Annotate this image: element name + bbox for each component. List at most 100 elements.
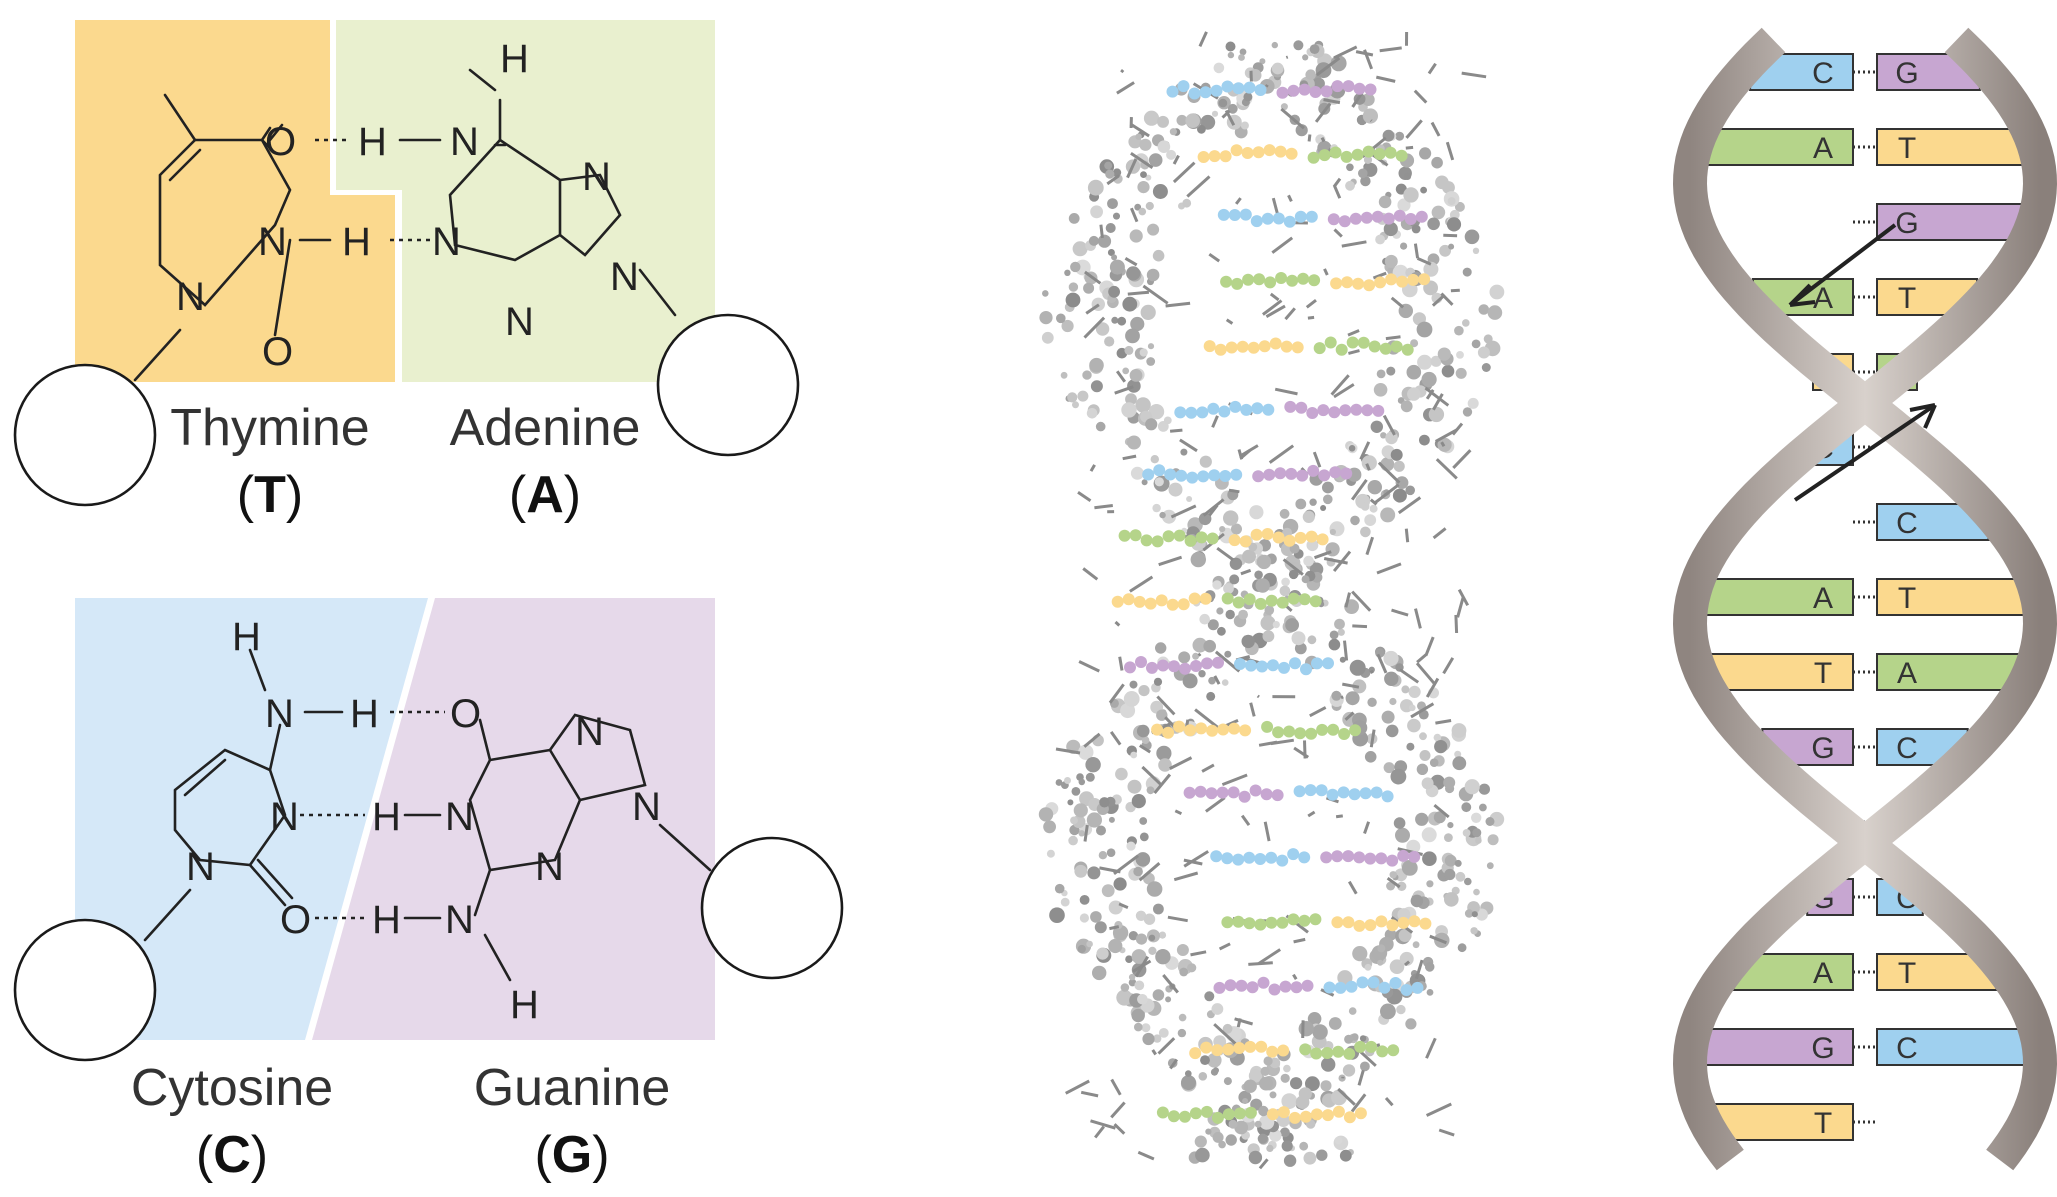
backbone-atom	[1200, 1055, 1210, 1065]
backbone-bond	[1213, 1023, 1237, 1045]
rung-letter-left: A	[1813, 957, 1833, 990]
backbone-atom	[1399, 951, 1414, 966]
backbone-atom	[1467, 397, 1479, 409]
backbone-atom	[1462, 407, 1473, 417]
backbone-atom	[1155, 949, 1171, 965]
backbone-bond	[1114, 620, 1121, 627]
backbone-atom	[1078, 744, 1094, 760]
backbone-bond	[1416, 653, 1427, 664]
rung-letter-right: T	[1898, 132, 1916, 165]
backbone-atom	[1117, 316, 1127, 326]
rung-letter-right: T	[1898, 282, 1916, 315]
backbone-atom	[1142, 1032, 1155, 1046]
backbone-atom	[1392, 488, 1407, 503]
backbone-bond	[1153, 773, 1172, 795]
backbone-bond	[1109, 731, 1122, 746]
backbone-atom	[1131, 949, 1147, 964]
backbone-atom	[1364, 963, 1372, 971]
backbone-bond	[1307, 134, 1312, 142]
backbone-atom	[1157, 140, 1171, 153]
backbone-atom	[1136, 724, 1150, 738]
backbone-atom	[1375, 234, 1385, 245]
backbone-bond	[1202, 498, 1225, 517]
backbone-atom	[1148, 934, 1156, 941]
backbone-atom	[1072, 241, 1088, 257]
base-A	[1221, 592, 1322, 610]
backbone-atom	[1090, 205, 1103, 219]
backbone-bond	[1167, 915, 1188, 923]
backbone-atom	[1192, 637, 1208, 653]
backbone-atom	[1192, 652, 1200, 660]
backbone-bond	[1126, 158, 1138, 179]
backbone-atom	[1106, 848, 1116, 857]
backbone-atom	[1128, 978, 1137, 987]
backbone-atom	[1107, 198, 1118, 210]
backbone-atom	[1271, 62, 1284, 75]
backbone-bond	[1440, 441, 1446, 448]
backbone-atom	[1071, 787, 1081, 796]
backbone-atom	[1146, 357, 1156, 366]
backbone-atom	[1330, 55, 1347, 72]
rung-base-left	[1712, 1103, 1855, 1141]
backbone-bond	[1341, 240, 1367, 248]
backbone-bond	[1142, 284, 1169, 305]
backbone-atom	[1400, 242, 1408, 250]
backbone-atom	[1135, 933, 1148, 945]
backbone-atom	[1447, 822, 1454, 829]
backbone-atom	[1397, 881, 1407, 891]
backbone-bond	[1170, 504, 1197, 519]
backbone-atom	[1223, 510, 1239, 526]
backbone-bond	[1347, 329, 1360, 337]
base-G	[1252, 464, 1353, 483]
backbone-atom	[1133, 866, 1143, 877]
thymine-region	[75, 20, 395, 382]
base-A	[1118, 529, 1219, 548]
backbone-atom	[1411, 224, 1421, 234]
backbone-bond	[1350, 479, 1368, 501]
backbone-atom	[1260, 615, 1276, 631]
backbone-bond	[1376, 653, 1388, 674]
backbone-atom	[1415, 812, 1429, 826]
backbone-atom	[1380, 507, 1396, 523]
backbone-atom	[1337, 628, 1345, 636]
backbone-bond	[1454, 614, 1459, 634]
backbone-atom	[1146, 881, 1163, 897]
backbone-atom	[1437, 347, 1451, 361]
backbone-atom	[1462, 829, 1471, 837]
backbone-bond	[1369, 119, 1373, 122]
backbone-atom	[1143, 913, 1156, 925]
backbone-bond	[1424, 386, 1450, 407]
arrow-up-head	[1909, 403, 1937, 429]
backbone-atom	[1439, 244, 1451, 257]
backbone-atom	[1238, 1090, 1252, 1104]
backbone-atom	[1212, 1131, 1224, 1143]
backbone-atom	[1095, 421, 1106, 432]
backbone-atom	[1471, 812, 1482, 823]
backbone-atom	[1398, 929, 1412, 942]
adenine-region	[336, 20, 715, 382]
backbone-atom	[1473, 888, 1480, 896]
backbone-bond	[1435, 719, 1452, 725]
base-G	[1183, 784, 1284, 803]
backbone-bond	[1382, 414, 1396, 436]
backbone-bond	[1089, 464, 1096, 472]
backbone-bond	[1085, 303, 1100, 315]
guanine-abbr: (G)	[534, 1126, 609, 1184]
backbone-bond	[1445, 141, 1455, 161]
backbone-atom	[1419, 147, 1432, 160]
backbone-atom	[1452, 756, 1467, 771]
backbone-bond	[1169, 756, 1193, 770]
backbone-atom	[1129, 680, 1138, 689]
backbone-atom	[1125, 328, 1140, 344]
backbone-bond	[1282, 558, 1304, 576]
base-T	[1331, 915, 1432, 932]
backbone-bond	[1372, 271, 1387, 280]
backbone-atom	[1181, 1075, 1196, 1091]
backbone-atom	[1077, 390, 1089, 402]
backbone-atom	[1455, 367, 1467, 379]
backbone-bond	[1384, 1097, 1394, 1107]
base-C	[1166, 80, 1267, 100]
